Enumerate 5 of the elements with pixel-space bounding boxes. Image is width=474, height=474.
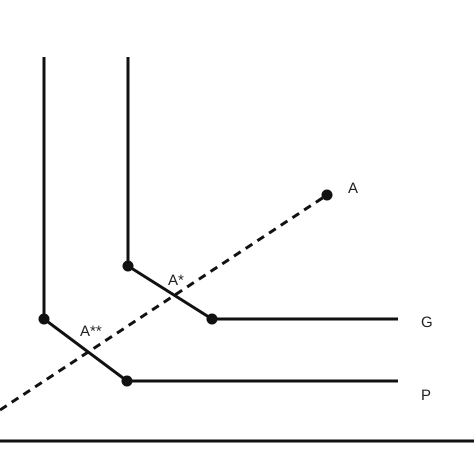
point-label: P [421, 388, 432, 403]
point-label: G [421, 315, 433, 330]
point-label: A [348, 181, 358, 196]
point-label: A* [168, 273, 184, 288]
point-label: A** [80, 324, 102, 339]
